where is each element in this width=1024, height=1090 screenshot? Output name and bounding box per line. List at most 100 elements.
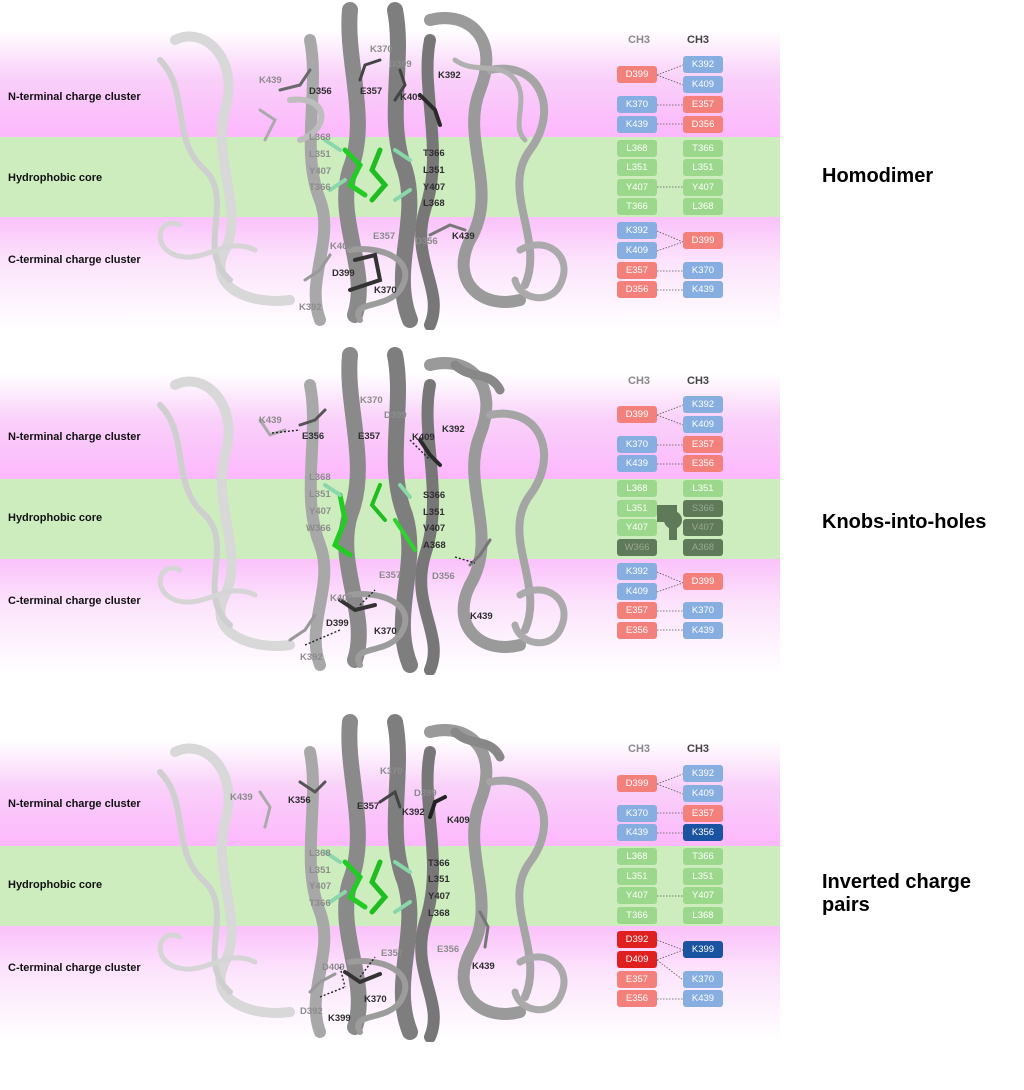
pill-b-n4: K356 xyxy=(683,824,723,841)
label-k392-c: K392 xyxy=(300,652,323,663)
label-k370: K370 xyxy=(380,766,403,777)
label-d356-c: D356 xyxy=(415,236,438,247)
label-k439-c: K439 xyxy=(452,231,475,242)
pill-b-n1: K392 xyxy=(683,396,723,413)
pill-a-c3: Y407 xyxy=(617,519,657,536)
pill-a-t4: E356 xyxy=(617,622,657,639)
label-e356: E356 xyxy=(302,431,325,442)
label-d399: D399 xyxy=(384,410,407,421)
label-e357-c: E357 xyxy=(373,231,396,242)
pill-a-t1: K392 xyxy=(617,563,657,580)
core-right-3: Y407 xyxy=(428,891,451,902)
pill-b-t3: K439 xyxy=(683,281,723,298)
label-e357: E357 xyxy=(357,801,380,812)
pill-b-n2: K409 xyxy=(683,416,723,433)
c-terminal-label: C-terminal charge cluster xyxy=(8,595,141,607)
n-terminal-label: N-terminal charge cluster xyxy=(8,798,141,810)
core-left-4: W366 xyxy=(306,523,331,534)
label-k370: K370 xyxy=(370,44,393,55)
pill-a-c4: W366 xyxy=(617,539,657,556)
label-k392-c: K392 xyxy=(299,302,322,313)
hydrophobic-core-label: Hydrophobic core xyxy=(8,172,103,184)
label-d356: D356 xyxy=(309,86,332,97)
core-left-3: Y407 xyxy=(309,166,332,177)
pill-a-n1: D399 xyxy=(617,66,657,83)
label-e357-c: E357 xyxy=(381,948,404,959)
label-k356: K356 xyxy=(288,795,311,806)
core-left-3: Y407 xyxy=(309,881,332,892)
variant-title: Inverted charge pairs xyxy=(822,871,971,916)
pill-a-t1: K392 xyxy=(617,222,657,239)
core-right-2: L351 xyxy=(428,874,450,885)
label-k409-c: K409 xyxy=(330,593,353,604)
pill-b-c3: Y407 xyxy=(683,179,723,196)
core-right-4: L368 xyxy=(428,908,450,919)
label-d399: D399 xyxy=(414,788,437,799)
label-k370-c: K370 xyxy=(364,994,387,1005)
chain-b-header: CH3 xyxy=(687,375,710,387)
chain-b-header: CH3 xyxy=(687,34,710,46)
pill-a-n3: K439 xyxy=(617,455,657,472)
pill-b-n4: E356 xyxy=(683,455,723,472)
label-k392: K392 xyxy=(402,807,425,818)
pill-b-n3: E357 xyxy=(683,805,723,822)
label-d356-c: D356 xyxy=(432,571,455,582)
pill-a-t3: E357 xyxy=(617,602,657,619)
core-left-2: L351 xyxy=(309,489,331,500)
pill-b-c4: A368 xyxy=(683,539,723,556)
pill-a-t2: K409 xyxy=(617,583,657,600)
pill-a-n1: D399 xyxy=(617,406,657,423)
pill-a-t4: E356 xyxy=(617,990,657,1007)
pill-a-t4: D356 xyxy=(617,281,657,298)
pill-b-n2: K409 xyxy=(683,76,723,93)
label-k392: K392 xyxy=(442,424,465,435)
variant-title: Homodimer xyxy=(822,165,934,187)
label-d409-c: D409 xyxy=(322,962,345,973)
core-left-3: Y407 xyxy=(309,506,332,517)
c-terminal-label: C-terminal charge cluster xyxy=(8,254,141,266)
pill-a-t1: D392 xyxy=(617,931,657,948)
pill-b-c2: S366 xyxy=(683,500,723,517)
pill-b-t2: K370 xyxy=(683,971,723,988)
protein-structure-image xyxy=(157,347,568,675)
core-right-4: L368 xyxy=(423,198,445,209)
pill-b-n1: K392 xyxy=(683,56,723,73)
core-left-2: L351 xyxy=(309,865,331,876)
core-left-1: L368 xyxy=(309,848,331,859)
pill-b-c2: L351 xyxy=(683,868,723,885)
pill-b-n4: D356 xyxy=(683,116,723,133)
core-right-3: Y407 xyxy=(423,182,446,193)
pill-a-c1: L368 xyxy=(617,480,657,497)
core-left-4: T366 xyxy=(309,182,331,193)
pill-b-t1: D399 xyxy=(683,573,723,590)
pill-b-c2: L351 xyxy=(683,159,723,176)
pill-b-c1: L351 xyxy=(683,480,723,497)
pill-a-c3: Y407 xyxy=(617,179,657,196)
variant-title: Knobs-into-holes xyxy=(822,511,987,533)
pill-b-c3: Y407 xyxy=(683,887,723,904)
pill-a-c1: L368 xyxy=(617,140,657,157)
pill-b-c1: T366 xyxy=(683,140,723,157)
core-right-2: L351 xyxy=(423,165,445,176)
pill-a-t2: D409 xyxy=(617,951,657,968)
label-k439-c: K439 xyxy=(472,961,495,972)
pill-b-t2: K370 xyxy=(683,602,723,619)
label-k409-c: K409 xyxy=(330,241,353,252)
label-k439: K439 xyxy=(259,415,282,426)
pill-b-t1: K399 xyxy=(683,941,723,958)
label-d399: D399 xyxy=(389,59,412,70)
label-k370-c: K370 xyxy=(374,626,397,637)
pill-a-n3: K439 xyxy=(617,824,657,841)
pill-b-t1: D399 xyxy=(683,232,723,249)
panel-inverted-charge-pairs: K370 D399 K439 K356 E357 K392 K409 L368 … xyxy=(0,712,1024,1042)
pill-a-n2: K370 xyxy=(617,96,657,113)
pill-a-c2: L351 xyxy=(617,159,657,176)
pill-a-t3: E357 xyxy=(617,971,657,988)
pill-a-c3: Y407 xyxy=(617,887,657,904)
core-right-1: T366 xyxy=(423,148,445,159)
pill-a-c4: T366 xyxy=(617,907,657,924)
core-right-1: T366 xyxy=(428,858,450,869)
n-terminal-label: N-terminal charge cluster xyxy=(8,431,141,443)
pill-b-n3: E357 xyxy=(683,96,723,113)
label-e356-c: E356 xyxy=(437,944,460,955)
